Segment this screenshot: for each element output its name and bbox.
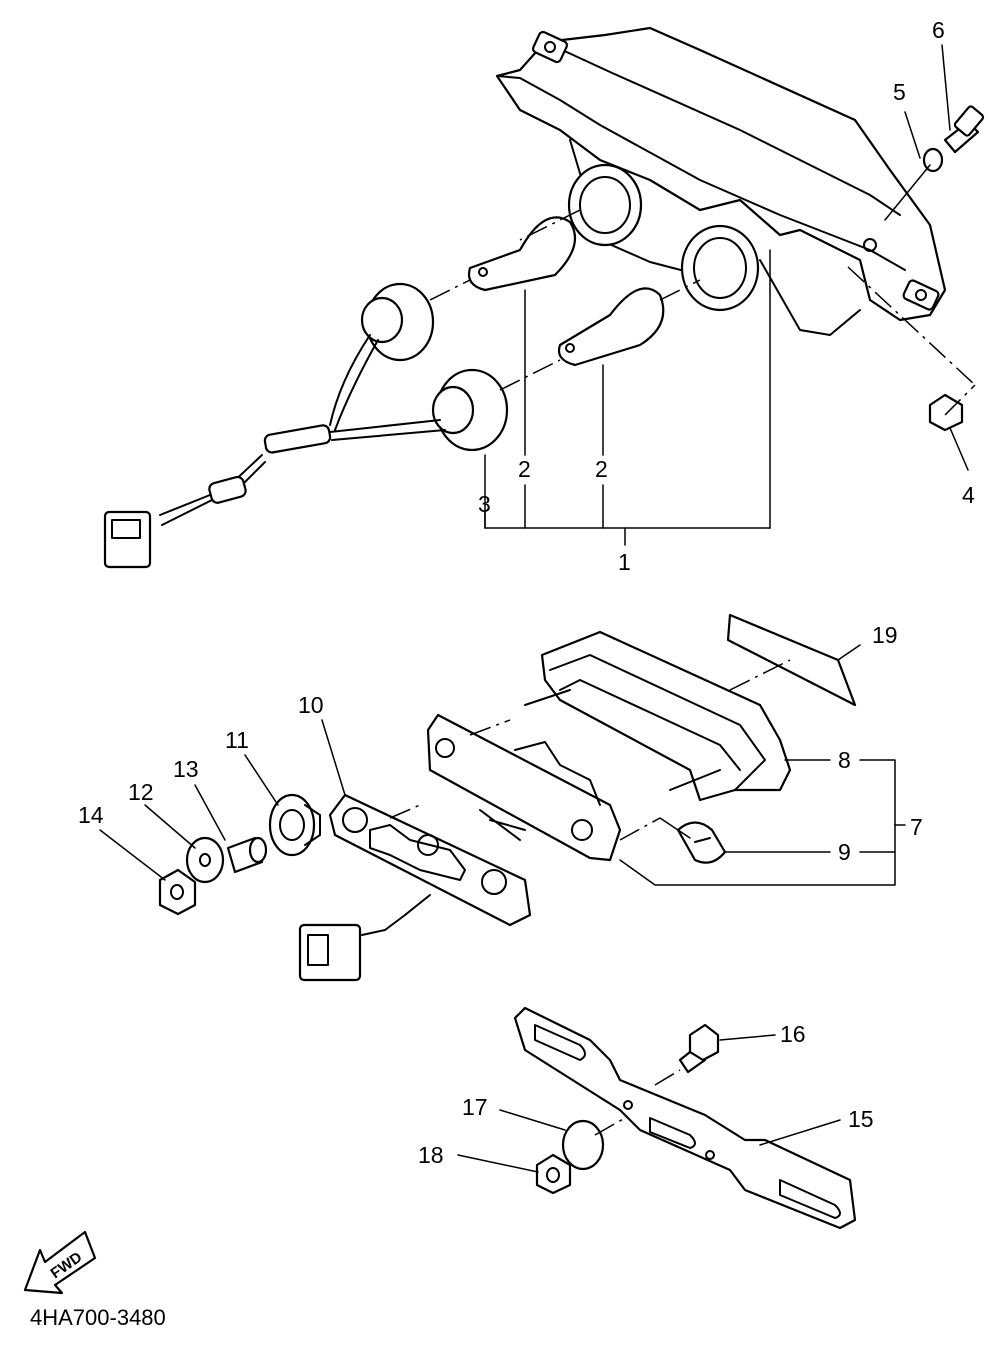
nut-14 xyxy=(158,868,197,916)
washer-12 xyxy=(185,836,225,884)
callout-16: 16 xyxy=(780,1021,806,1047)
callout-15: 15 xyxy=(848,1106,874,1132)
callout-5: 5 xyxy=(893,79,906,105)
callout-19: 19 xyxy=(872,622,898,648)
callout-2b: 2 xyxy=(595,456,608,482)
callout-18: 18 xyxy=(418,1142,444,1168)
callout-17: 17 xyxy=(462,1094,488,1120)
license-bracket-15 xyxy=(513,1006,857,1230)
callout-2a: 2 xyxy=(518,456,531,482)
washer-17 xyxy=(561,1119,605,1171)
callout-12: 12 xyxy=(128,779,154,805)
callout-7: 7 xyxy=(910,814,923,840)
callout-9: 9 xyxy=(838,839,851,865)
fwd-arrow-icon: FWD xyxy=(23,1230,97,1295)
middle-guide-lines xyxy=(99,644,906,886)
washer-5 xyxy=(922,147,944,173)
callout-11: 11 xyxy=(225,727,249,753)
grommet-11 xyxy=(268,793,321,857)
bolt-16 xyxy=(678,1023,720,1074)
callout-14: 14 xyxy=(78,802,104,828)
lens-plate-10 xyxy=(328,793,532,927)
drawing-code: 4HA700-3480 xyxy=(30,1305,166,1330)
callout-6: 6 xyxy=(932,17,945,43)
bulb-lower xyxy=(557,287,665,367)
screw-6 xyxy=(943,105,985,154)
socket-cord-harness xyxy=(103,282,509,569)
license-light-connector xyxy=(298,894,431,982)
callout-1: 1 xyxy=(618,549,631,575)
nut-4 xyxy=(928,393,964,432)
emblem-19 xyxy=(726,613,857,707)
license-light-bracket xyxy=(426,713,622,862)
callout-8: 8 xyxy=(838,747,851,773)
callout-3: 3 xyxy=(478,491,491,517)
nut-18 xyxy=(535,1153,572,1195)
callout-10: 10 xyxy=(298,692,324,718)
collar-13 xyxy=(226,836,268,874)
bulb-upper xyxy=(467,216,577,292)
bottom-guide-lines xyxy=(457,1034,841,1173)
license-light-case-8 xyxy=(524,630,792,802)
bulb-9 xyxy=(676,821,727,864)
callout-13: 13 xyxy=(173,756,199,782)
top-guide-lines xyxy=(429,44,976,546)
callout-4: 4 xyxy=(962,482,975,508)
tail-light-assembly xyxy=(495,26,947,336)
callout-numbers: 1 2 2 3 4 5 6 7 8 9 10 11 12 13 14 15 16… xyxy=(78,17,975,1168)
